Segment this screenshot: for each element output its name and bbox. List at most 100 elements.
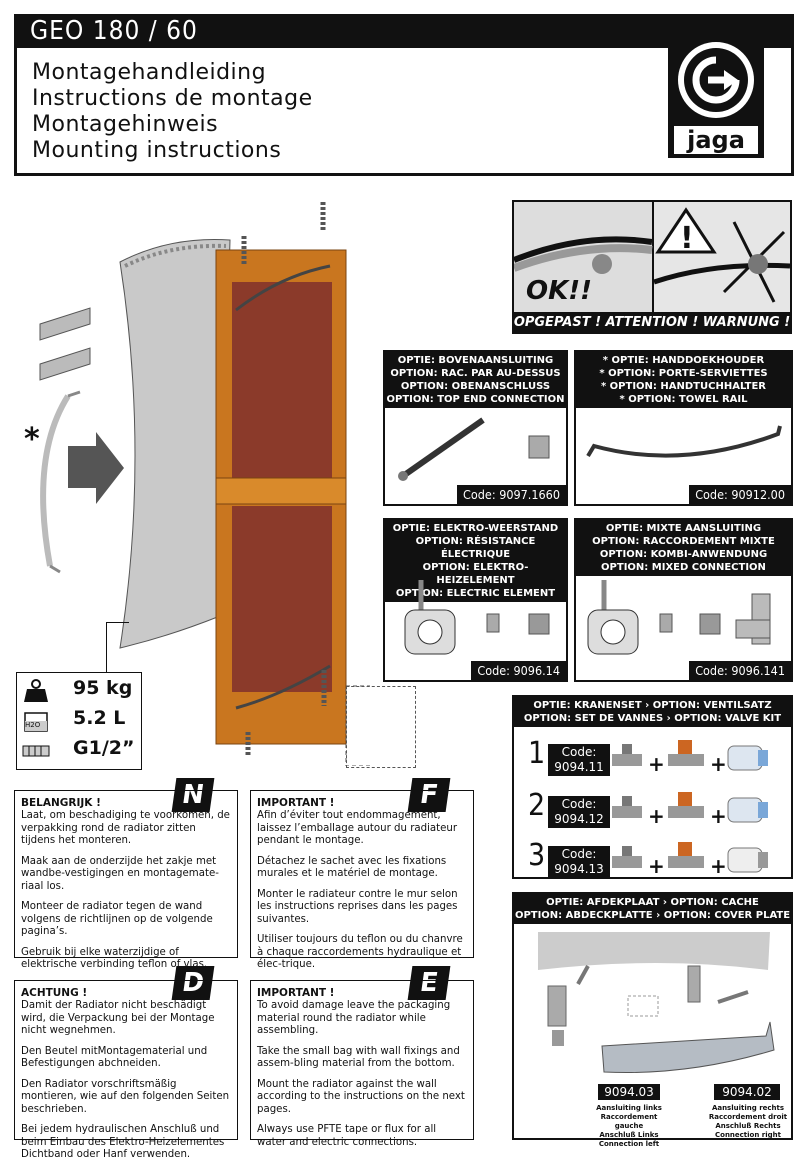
option-mixed-heading: OPTIE: MIXTE AANSLUITING OPTION: RACCORD… (576, 520, 791, 576)
caption-line: Aansluiting links (596, 1104, 662, 1112)
caption-line: Aansluiting rechts (711, 1104, 785, 1112)
logo-text: jaga (687, 126, 745, 154)
option-electric-code: Code: 9096.14 (471, 661, 566, 680)
kit-code-value: 9094.11 (554, 760, 604, 774)
ok-label: OK!! (526, 276, 592, 306)
option-valve-heading: OPTIE: KRANENSET › OPTION: VENTILSATZ OP… (514, 697, 791, 727)
spec-volume: 5.2 L (73, 707, 126, 729)
jaga-logo: jaga (668, 30, 764, 158)
option-towel-rail: * OPTIE: HANDDOEKHOUDER * OPTION: PORTE-… (574, 350, 793, 506)
plus-sign: + (710, 752, 727, 776)
kit-number: 3 (528, 838, 546, 873)
option-line: OPTION: RÉSISTANCE ÉLECTRIQUE (415, 536, 536, 560)
plus-sign: + (648, 752, 665, 776)
thread-icon (22, 745, 50, 757)
header-box (14, 48, 794, 176)
warning-text: OPGEPAST ! ATTENTION ! WARNUNG ! (512, 312, 792, 334)
warning-panel: ! OK!! (512, 200, 792, 334)
fr-para: Utiliser toujours du teflon ou du chanvr… (257, 934, 463, 970)
option-line: OPTION: KOMBI-ANWENDUNG (599, 549, 768, 560)
product-title: GEO 180 / 60 (30, 16, 198, 46)
radiator-exploded-illustration (20, 196, 417, 767)
kit-code: Code:9094.12 (548, 796, 610, 828)
title-fr: Instructions de montage (32, 86, 313, 111)
option-top-heading: OPTIE: BOVENAANSLUITING OPTION: RAC. PAR… (385, 352, 566, 408)
text-box-nl: BELANGRIJK ! Laat, om beschadiging te vo… (14, 790, 238, 970)
option-electric-element: OPTIE: ELEKTRO-WEERSTAND OPTION: RÉSISTA… (383, 518, 568, 682)
option-line: OPTION: ELEKTRO-HEIZELEMENT (422, 562, 529, 586)
de-para: Den Radiator vorschriftsmäßig montieren,… (21, 1078, 230, 1115)
mixed-connection-illustration (587, 580, 771, 655)
en-para: To avoid damage leave the packaging mate… (257, 1000, 451, 1036)
option-mixed-code: Code: 9096.141 (689, 661, 791, 680)
spec-weight: 95 kg (73, 677, 133, 699)
plus-sign: + (710, 854, 727, 878)
water-volume-icon (24, 712, 48, 732)
option-line: OPTIE: MIXTE AANSLUITING (605, 523, 762, 534)
option-line: * OPTION: HANDTUCHHALTER (600, 381, 767, 392)
kit-code: Code:9094.13 (548, 846, 610, 878)
fr-para: Monter le radiateur contre le mur selon … (257, 888, 458, 925)
electric-element-illustration (404, 580, 550, 655)
nl-para: Maak aan de onderzijde het zakje met wan… (21, 855, 219, 892)
de-para: Den Beutel mitMontagematerial und Befest… (21, 1045, 208, 1070)
kit-code-value: 9094.13 (554, 862, 604, 876)
nl-para: Laat, om beschadiging te voorkomen, de v… (21, 810, 230, 846)
h2o-label: H2O (25, 721, 41, 729)
cover-left-caption: Aansluiting links Raccordement gauche An… (590, 1104, 668, 1149)
svg-text:!: ! (680, 221, 694, 256)
fixing-bag-box (346, 686, 416, 768)
option-electric-heading: OPTIE: ELEKTRO-WEERSTAND OPTION: RÉSISTA… (385, 520, 566, 602)
option-line: * OPTIE: HANDDOEKHOUDER (602, 355, 765, 366)
caption-line: Connection right (715, 1131, 781, 1139)
spec-thread: G1/2” (73, 737, 135, 759)
plus-sign: + (710, 804, 727, 828)
fr-para: Détachez le sachet avec les fixations mu… (257, 855, 447, 880)
option-line: * OPTION: TOWEL RAIL (619, 394, 748, 405)
option-line: OPTIE: BOVENAANSLUITING (397, 355, 554, 366)
en-para: Always use PFTE tape or flux for all wat… (257, 1124, 437, 1148)
spec-pointer (106, 622, 129, 673)
kit-number: 1 (528, 736, 546, 771)
option-towel-heading: * OPTIE: HANDDOEKHOUDER * OPTION: PORTE-… (576, 352, 791, 408)
en-para: Mount the radiator against the wall acco… (257, 1078, 465, 1115)
cover-plate-illustration (538, 932, 775, 1074)
option-line: OPTION: SET DE VANNES › OPTION: VALVE KI… (523, 713, 782, 724)
valve-kit-parts-illustration (612, 740, 768, 873)
cover-right-caption: Aansluiting rechts Raccordement droit An… (708, 1104, 788, 1140)
fr-para: Afin d’éviter tout endommagement, laisse… (257, 810, 458, 846)
option-cover-plate: OPTIE: AFDEKPLAAT › OPTION: CACHE OPTION… (512, 892, 793, 1148)
header-bar (14, 14, 794, 48)
cover-left-code: 9094.03 (598, 1084, 660, 1100)
title-en: Mounting instructions (32, 138, 282, 163)
text-box-de: ACHTUNG ! Damit der Radiator nicht besch… (14, 980, 238, 1160)
option-towel-code: Code: 90912.00 (689, 485, 791, 504)
option-line: OPTION: MIXED CONNECTION (601, 562, 766, 573)
option-cover-heading: OPTIE: AFDEKPLAAT › OPTION: CACHE OPTION… (514, 894, 791, 924)
option-line: OPTIE: ELEKTRO-WEERSTAND (392, 523, 559, 534)
kit-code-label: Code: (561, 847, 597, 861)
text-box-en: IMPORTANT ! To avoid damage leave the pa… (250, 980, 474, 1148)
option-line: OPTION: ELECTRIC ELEMENT (395, 588, 556, 599)
kit-code-value: 9094.12 (554, 812, 604, 826)
de-heading: ACHTUNG ! (21, 987, 88, 999)
caption-line: Raccordement gauche (600, 1113, 658, 1130)
option-line: OPTIE: KRANENSET › OPTION: VENTILSATZ (533, 700, 772, 711)
plus-sign: + (648, 854, 665, 878)
towel-rail-illustration (586, 425, 782, 458)
kit-code-label: Code: (561, 797, 597, 811)
option-line: * OPTION: PORTE-SERVIETTES (599, 368, 768, 379)
option-line: OPTION: ABDECKPLATTE › OPTION: COVER PLA… (514, 910, 791, 921)
caption-line: Connection left (598, 1140, 660, 1148)
plus-sign: + (648, 804, 665, 828)
nl-para: Monteer de radiator tegen de wand volgen… (21, 901, 213, 937)
kit-number: 2 (528, 788, 546, 823)
en-para: Take the small bag with wall fixings and… (257, 1045, 460, 1070)
fr-heading: IMPORTANT ! (257, 797, 335, 809)
kit-code: Code:9094.11 (548, 744, 610, 776)
option-top-connection: OPTIE: BOVENAANSLUITING OPTION: RAC. PAR… (383, 350, 568, 506)
kit-code-label: Code: (561, 745, 597, 759)
text-box-fr: IMPORTANT ! Afin d’éviter tout endommage… (250, 790, 474, 970)
en-heading: IMPORTANT ! (257, 987, 335, 999)
option-top-code: Code: 9097.1660 (457, 485, 566, 504)
